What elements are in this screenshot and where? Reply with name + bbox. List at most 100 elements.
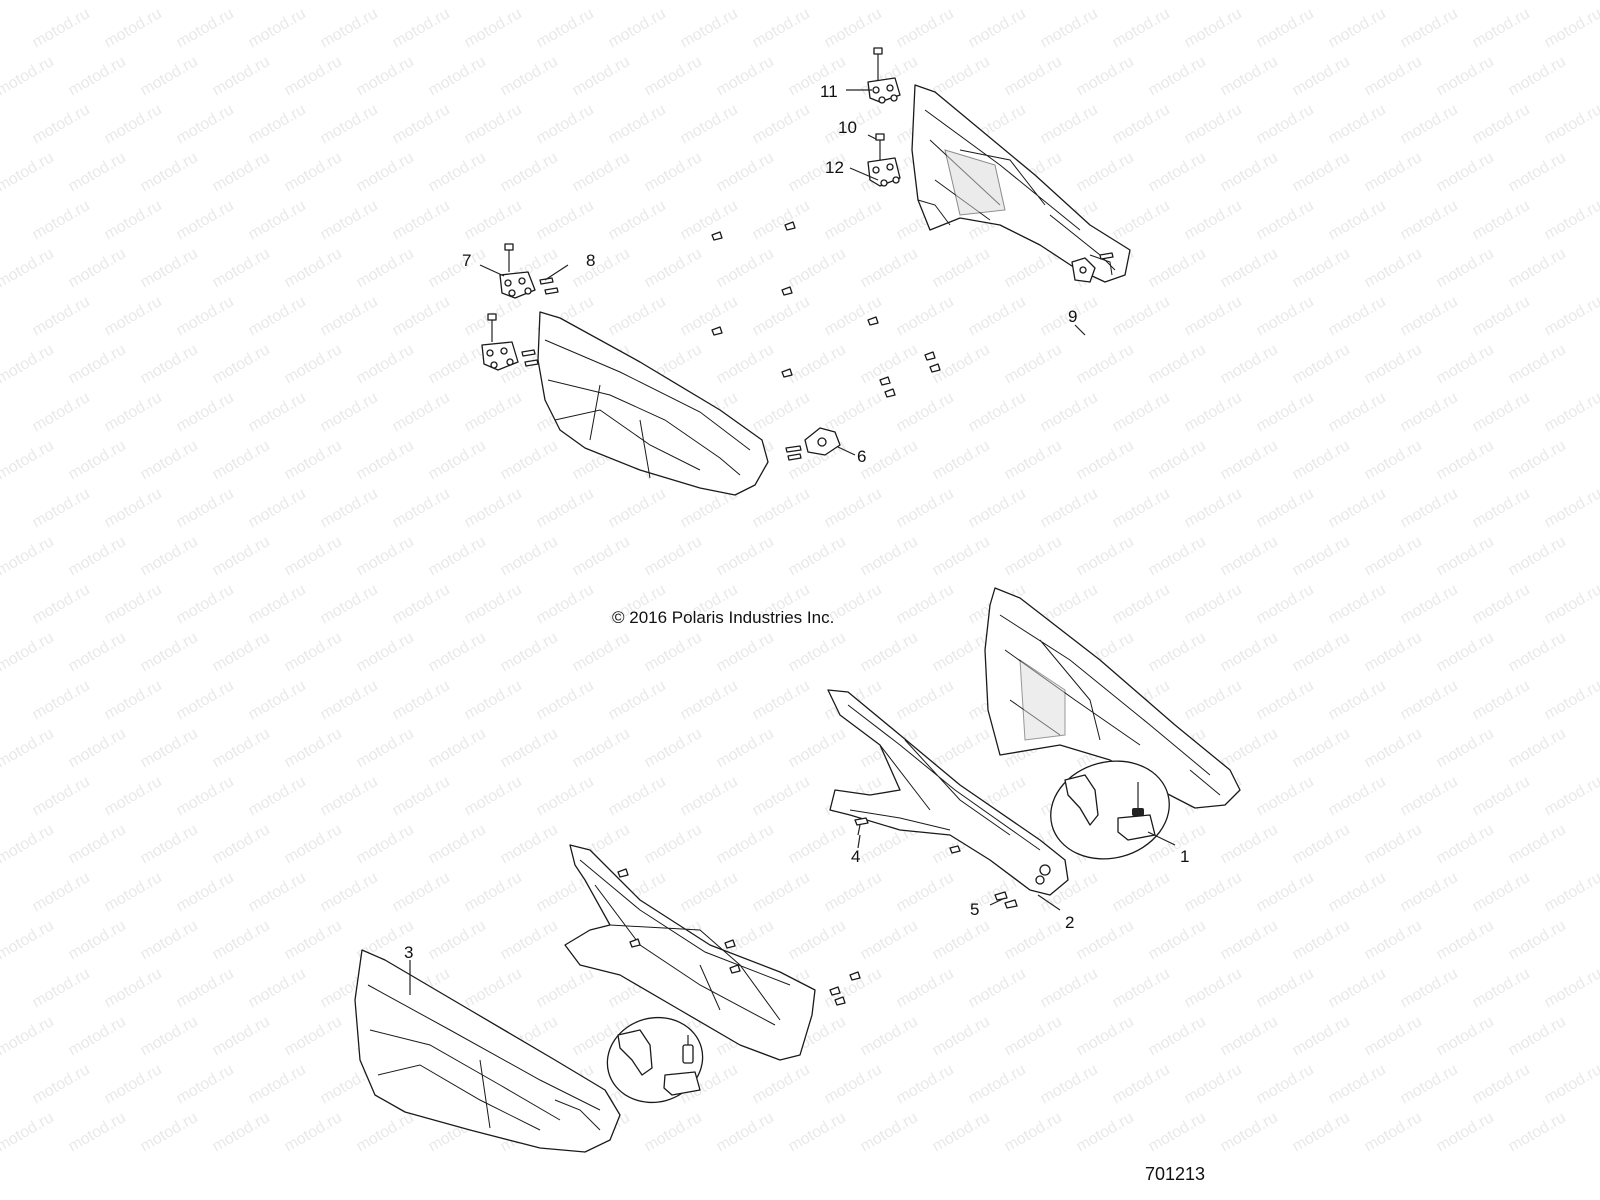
watermark-text: motod.ru bbox=[498, 821, 561, 867]
watermark-text: motod.ru bbox=[1362, 629, 1425, 675]
watermark-text: motod.ru bbox=[174, 197, 237, 243]
watermark-text: motod.ru bbox=[498, 629, 561, 675]
watermark-text: motod.ru bbox=[426, 245, 489, 291]
watermark-text: motod.ru bbox=[1254, 869, 1317, 915]
watermark-text: motod.ru bbox=[318, 197, 381, 243]
watermark-text: motod.ru bbox=[1434, 1013, 1497, 1059]
watermark-text: motod.ru bbox=[1434, 725, 1497, 771]
watermark-text: motod.ru bbox=[1254, 101, 1317, 147]
watermark-text: motod.ru bbox=[1254, 389, 1317, 435]
watermark-text: motod.ru bbox=[714, 245, 777, 291]
watermark-text: motod.ru bbox=[1290, 533, 1353, 579]
watermark-text: motod.ru bbox=[822, 965, 885, 1011]
watermark-text: motod.ru bbox=[174, 101, 237, 147]
watermark-text: motod.ru bbox=[246, 101, 309, 147]
watermark-text: motod.ru bbox=[1254, 677, 1317, 723]
copyright-notice: © 2016 Polaris Industries Inc. bbox=[612, 608, 834, 627]
watermark-text: motod.ru bbox=[1146, 1013, 1209, 1059]
watermark-text: motod.ru bbox=[1362, 53, 1425, 99]
watermark-text: motod.ru bbox=[606, 293, 669, 339]
watermark-text: motod.ru bbox=[354, 149, 417, 195]
watermark-text: motod.ru bbox=[1182, 293, 1245, 339]
watermark-text: motod.ru bbox=[1326, 677, 1389, 723]
watermark-text: motod.ru bbox=[354, 725, 417, 771]
watermark-text: motod.ru bbox=[102, 485, 165, 531]
watermark-text: motod.ru bbox=[714, 533, 777, 579]
watermark-text: motod.ru bbox=[1146, 629, 1209, 675]
watermark-text: motod.ru bbox=[894, 389, 957, 435]
watermark-text: motod.ru bbox=[1542, 485, 1600, 531]
watermark-text: motod.ru bbox=[318, 773, 381, 819]
watermark-text: motod.ru bbox=[930, 1013, 993, 1059]
watermark-text: motod.ru bbox=[30, 293, 93, 339]
upper-door-frame bbox=[911, 84, 1131, 283]
watermark-text: motod.ru bbox=[390, 869, 453, 915]
watermark-text: motod.ru bbox=[1470, 485, 1533, 531]
watermark-text: motod.ru bbox=[1290, 53, 1353, 99]
callout-11: 11 bbox=[820, 82, 838, 101]
watermark-text: motod.ru bbox=[282, 1109, 345, 1155]
watermark-text: motod.ru bbox=[1362, 1109, 1425, 1155]
watermark-text: motod.ru bbox=[1002, 437, 1065, 483]
callout-5: 5 bbox=[970, 900, 979, 919]
watermark-text: motod.ru bbox=[1398, 965, 1461, 1011]
right-door-panel bbox=[984, 587, 1241, 809]
upper-door-panel bbox=[537, 311, 769, 496]
watermark-text: motod.ru bbox=[1182, 5, 1245, 51]
watermark-text: motod.ru bbox=[462, 197, 525, 243]
watermark-text: motod.ru bbox=[174, 773, 237, 819]
watermark-text: motod.ru bbox=[66, 1013, 129, 1059]
watermark-text: motod.ru bbox=[786, 725, 849, 771]
watermark-text: motod.ru bbox=[102, 101, 165, 147]
watermark-text: motod.ru bbox=[1542, 965, 1600, 1011]
watermark-text: motod.ru bbox=[1398, 197, 1461, 243]
lower-loose-fasteners bbox=[617, 868, 861, 1006]
watermark-text: motod.ru bbox=[1218, 533, 1281, 579]
watermark-text: motod.ru bbox=[0, 821, 57, 867]
watermark-text: motod.ru bbox=[786, 917, 849, 963]
watermark-text: motod.ru bbox=[66, 1109, 129, 1155]
watermark-text: motod.ru bbox=[1110, 5, 1173, 51]
watermark-text: motod.ru bbox=[1290, 1109, 1353, 1155]
watermark-text: motod.ru bbox=[1506, 1109, 1569, 1155]
watermark-text: motod.ru bbox=[858, 1013, 921, 1059]
watermark-text: motod.ru bbox=[1434, 53, 1497, 99]
watermark-text: motod.ru bbox=[1110, 389, 1173, 435]
watermark-text: motod.ru bbox=[1218, 437, 1281, 483]
watermark-text: motod.ru bbox=[1362, 725, 1425, 771]
watermark-text: motod.ru bbox=[210, 53, 273, 99]
watermark-text: motod.ru bbox=[354, 533, 417, 579]
watermark-text: motod.ru bbox=[246, 869, 309, 915]
watermark-text: motod.ru bbox=[390, 677, 453, 723]
watermark-text: motod.ru bbox=[1470, 965, 1533, 1011]
watermark-text: motod.ru bbox=[1038, 485, 1101, 531]
watermark-text: motod.ru bbox=[210, 149, 273, 195]
watermark-text: motod.ru bbox=[1254, 197, 1317, 243]
watermark-text: motod.ru bbox=[534, 101, 597, 147]
watermark-text: motod.ru bbox=[534, 677, 597, 723]
watermark-text: motod.ru bbox=[1470, 1061, 1533, 1107]
watermark-text: motod.ru bbox=[966, 389, 1029, 435]
watermark-text: motod.ru bbox=[678, 773, 741, 819]
watermark-text: motod.ru bbox=[426, 149, 489, 195]
watermark-text: motod.ru bbox=[1542, 101, 1600, 147]
watermark-text: motod.ru bbox=[1182, 389, 1245, 435]
watermark-text: motod.ru bbox=[930, 341, 993, 387]
watermark-text: motod.ru bbox=[318, 5, 381, 51]
watermark-text: motod.ru bbox=[1146, 341, 1209, 387]
watermark-text: motod.ru bbox=[1434, 245, 1497, 291]
watermark-text: motod.ru bbox=[1290, 629, 1353, 675]
watermark-text: motod.ru bbox=[786, 53, 849, 99]
watermark-text: motod.ru bbox=[1074, 1109, 1137, 1155]
watermark-text: motod.ru bbox=[0, 341, 57, 387]
watermark-text: motod.ru bbox=[1218, 149, 1281, 195]
hinge-left-lower bbox=[481, 313, 539, 371]
watermark-text: motod.ru bbox=[1326, 197, 1389, 243]
watermark-text: motod.ru bbox=[318, 101, 381, 147]
watermark-text: motod.ru bbox=[30, 581, 93, 627]
watermark-text: motod.ru bbox=[714, 725, 777, 771]
watermark-text: motod.ru bbox=[1398, 293, 1461, 339]
watermark-text: motod.ru bbox=[642, 821, 705, 867]
callout-9: 9 bbox=[1068, 307, 1077, 326]
watermark-text: motod.ru bbox=[138, 917, 201, 963]
